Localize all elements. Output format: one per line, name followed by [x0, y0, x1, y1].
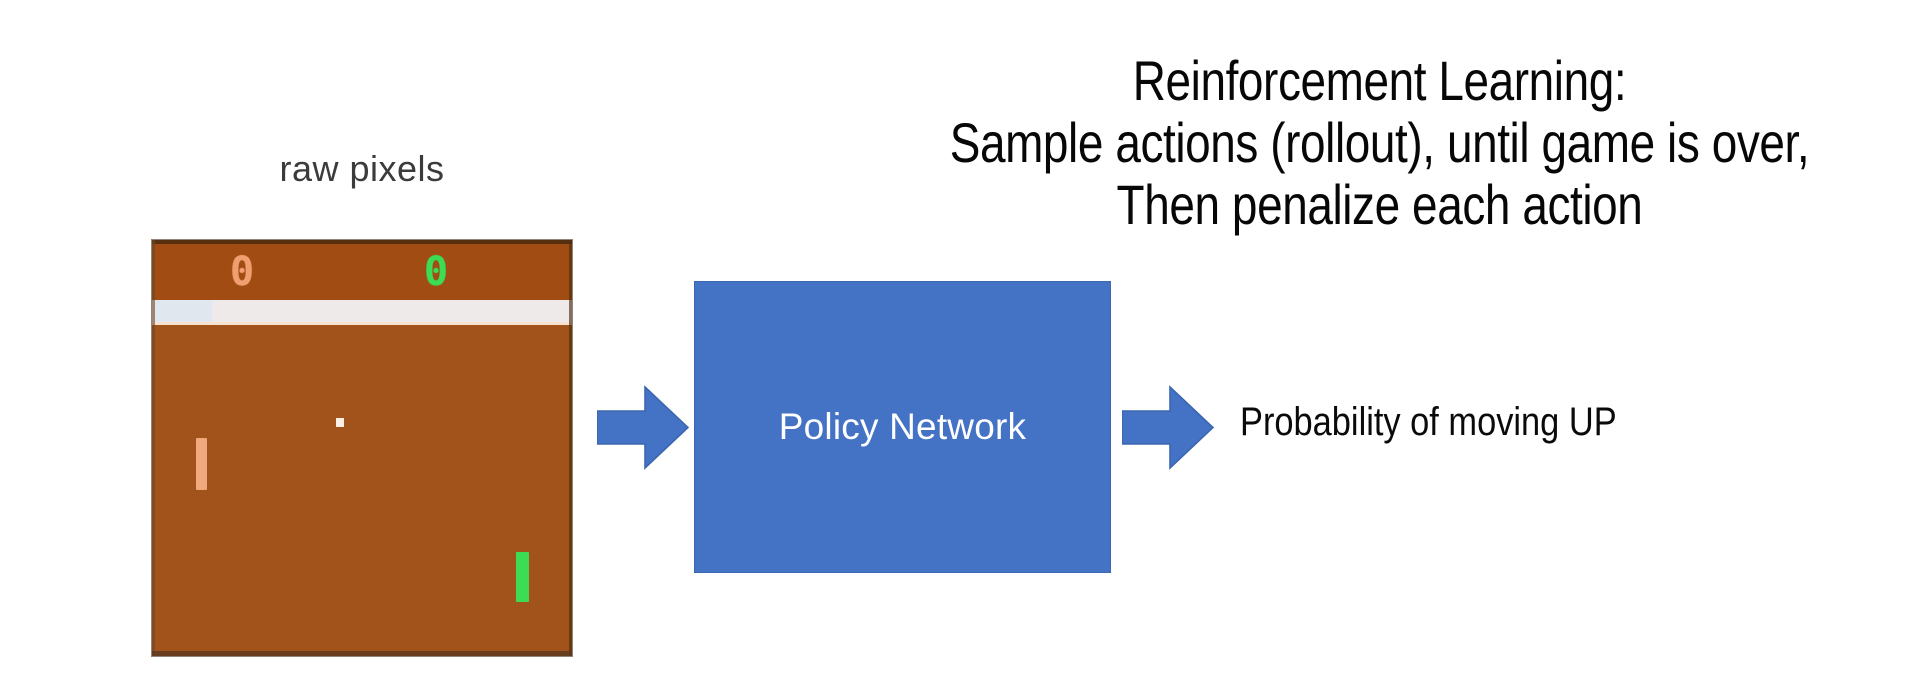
pong-paddle-left: [196, 438, 207, 490]
headline-line-2: Sample actions (rollout), until game is …: [949, 111, 1810, 174]
pong-top-edge: [152, 240, 572, 244]
arrow-right-icon-output: [1122, 385, 1214, 470]
pong-bottom-edge: [152, 651, 572, 656]
headline-line-3: Then penalize each action: [1116, 173, 1643, 236]
output-probability-label: Probability of moving UP: [1240, 400, 1617, 444]
pong-game-frame: 0 0: [152, 240, 572, 656]
policy-network-box[interactable]: Policy Network: [694, 281, 1111, 573]
policy-network-label: Policy Network: [778, 406, 1027, 447]
pong-score-left: 0: [230, 249, 254, 295]
pong-divider-bar: [152, 300, 572, 325]
headline-block: Reinforcement Learning: Sample actions (…: [830, 52, 1929, 234]
arrow-right-icon-input: [597, 385, 689, 470]
pong-score-right: 0: [424, 249, 448, 295]
pong-left-edge: [152, 240, 155, 656]
pong-paddle-right: [516, 552, 529, 602]
raw-pixels-caption: raw pixels: [279, 148, 445, 189]
pong-score-band: [152, 240, 572, 300]
pong-right-edge: [569, 240, 572, 656]
pong-divider-tint: [152, 300, 212, 322]
headline-line-1: Reinforcement Learning:: [1132, 49, 1627, 112]
pong-ball: [336, 418, 344, 427]
